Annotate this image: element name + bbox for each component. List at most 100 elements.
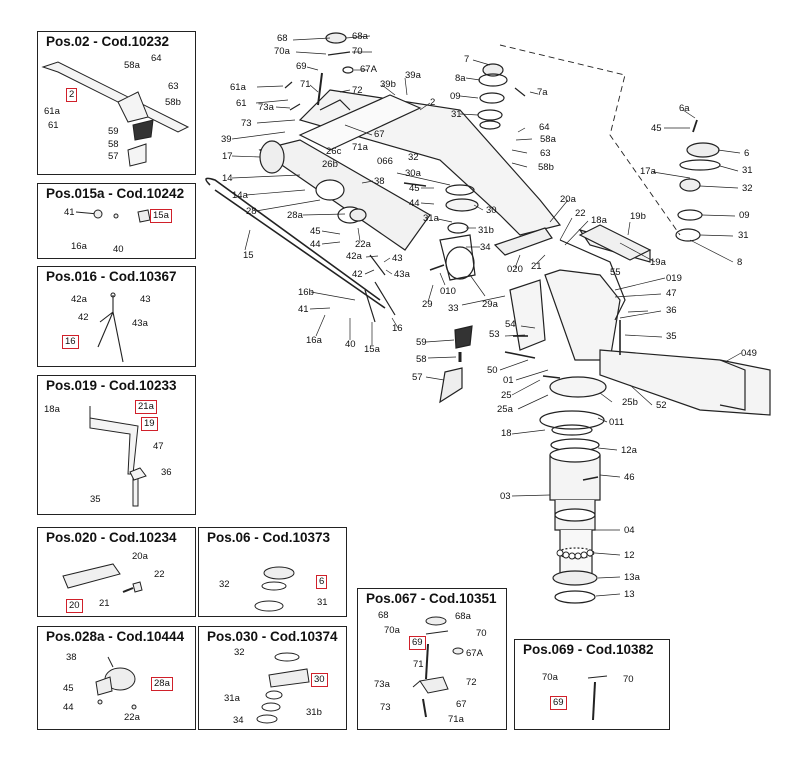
inset-pos015a: Pos.015a - Cod.10242 41 15a 16a 40 [37,183,196,259]
callout-label: 2 [430,97,436,108]
callout-label: 13a [624,572,640,583]
callout-label: 59 [108,126,119,137]
callout-label: 71a [352,142,368,153]
callout-label: 68a [455,611,471,622]
part-ref-badge: 69 [550,696,567,710]
callout-label: 12a [621,445,637,456]
callout-label: 40 [345,339,356,350]
callout-label: 47 [153,441,164,452]
callout-label: 70 [352,46,363,57]
callout-label: 18a [591,215,607,226]
callout-label: 45 [409,183,420,194]
callout-label: 71 [413,659,424,670]
callout-label: 73 [380,702,391,713]
inset-pos016: Pos.016 - Cod.10367 42a 43 42 43a 16 [37,266,196,367]
callout-label: 16a [306,335,322,346]
part-ref-badge: 20 [66,599,83,613]
callout-label: 8a [455,73,466,84]
callout-label: 58b [538,162,554,173]
callout-label: 44 [310,239,321,250]
support-drawing [89,406,147,507]
callout-label: 18 [501,428,512,439]
callout-label: 67A [360,64,377,75]
callout-label: 64 [151,53,162,64]
callout-label: 58a [540,134,556,145]
callout-label: 39a [405,70,421,81]
inset-pos067: Pos.067 - Cod.10351 68 68a 70a 69 70 67A… [357,588,507,730]
callout-label: 066 [377,156,393,167]
callout-label: 58 [108,139,119,150]
callout-label: 57 [108,151,119,162]
callout-label: 6a [679,103,690,114]
callout-label: 019 [666,273,682,284]
callout-label: 36 [161,467,172,478]
inset-title: Pos.06 - Cod.10373 [207,530,331,545]
part-ref-badge: 2 [66,88,78,102]
callout-label: 54 [505,319,516,330]
inset-pos069: Pos.069 - Cod.10382 70a 70 69 [514,639,670,730]
inset-pos020: Pos.020 - Cod.10234 20a 22 20 21 [37,527,196,617]
callout-label: 31 [317,597,328,608]
callout-label: 31 [738,230,749,241]
part-ref-badge: 6 [316,575,328,589]
callout-label: 41 [64,207,75,218]
callout-label: 01 [503,375,514,386]
callout-label: 17 [222,151,233,162]
callout-label: 30a [405,168,421,179]
cap-drawing [254,566,295,612]
callout-label: 59 [416,337,427,348]
inset-pos02: Pos.02 - Cod.10232 2 64 58a 63 58b 61a 6… [37,31,196,175]
callout-label: 020 [507,264,523,275]
callout-label: 34 [233,715,244,726]
callout-label: 20a [560,194,576,205]
callout-label: 12 [624,550,635,561]
callout-label: 21 [99,598,110,609]
callout-label: 53 [489,329,500,340]
inset-pos028a: Pos.028a - Cod.10444 38 28a 45 44 22a [37,626,196,730]
callout-label: 31b [306,707,322,718]
part-ref-badge: 21a [135,400,157,414]
callout-label: 8 [737,257,743,268]
part-ref-badge: 19 [141,417,158,431]
pivot-drawing [62,563,143,593]
callout-label: 32 [219,579,230,590]
callout-label: 43a [394,269,410,280]
callout-label: 67A [466,648,483,659]
callout-label: 42a [71,294,87,305]
callout-label: 34 [480,242,491,253]
callout-label: 61 [236,98,247,109]
callout-label: 26c [326,146,342,157]
callout-label: 28 [246,206,257,217]
callout-label: 52 [656,400,667,411]
callout-label: 63 [168,81,179,92]
callout-label: 43a [132,318,148,329]
callout-label: 73 [241,118,252,129]
callout-label: 39 [221,134,232,145]
callout-label: 67 [374,129,385,140]
callout-label: 09 [450,91,461,102]
callout-label: 71a [448,714,464,725]
callout-label: 72 [352,85,363,96]
callout-label: 29a [482,299,498,310]
callout-label: 45 [63,683,74,694]
callout-label: 44 [63,702,74,713]
inset-title: Pos.067 - Cod.10351 [366,591,497,606]
callout-label: 64 [539,122,550,133]
callout-label: 38 [66,652,77,663]
callout-label: 04 [624,525,635,536]
inset-title: Pos.020 - Cod.10234 [46,530,177,545]
callout-label: 09 [739,210,750,221]
callout-label: 58 [416,354,427,365]
callout-label: 38 [374,176,385,187]
callout-label: 16 [392,323,403,334]
callout-label: 42 [352,269,363,280]
callout-label: 03 [500,491,511,502]
inset-title: Pos.069 - Cod.10382 [523,642,654,657]
callout-label: 70a [542,672,558,683]
callout-label: 47 [666,288,677,299]
callout-label: 31a [224,693,240,704]
callout-label: 15 [243,250,254,261]
callout-label: 71 [300,79,311,90]
callout-label: 20a [132,551,148,562]
part-ref-badge: 69 [409,636,426,650]
